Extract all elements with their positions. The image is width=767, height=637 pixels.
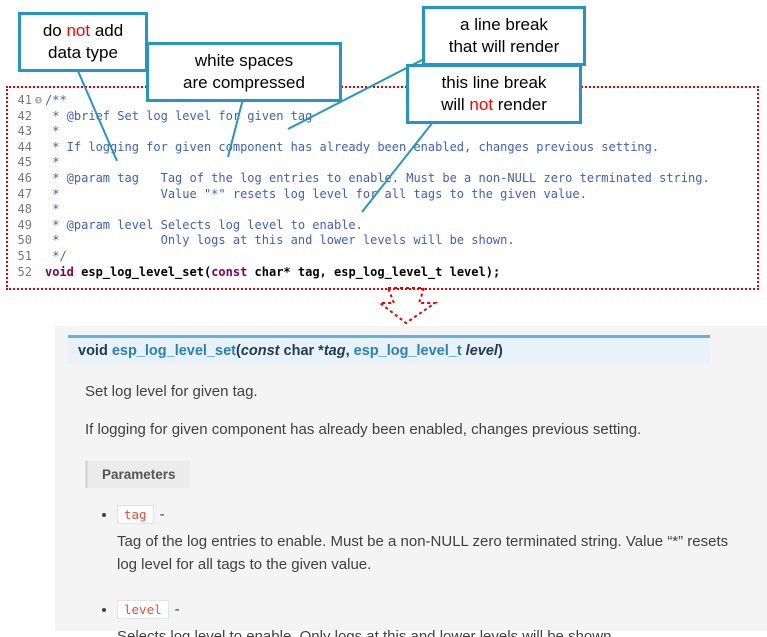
fold-icon bbox=[32, 265, 45, 281]
code-text: * bbox=[45, 155, 60, 170]
param-dash: - bbox=[159, 506, 165, 523]
code-line-declaration: 52 void esp_log_level_set(const char* tag… bbox=[8, 265, 757, 281]
declaration-rest: char* tag, esp_log_level_t level); bbox=[247, 264, 501, 279]
code-text: * Only logs at this and lower levels wil… bbox=[45, 233, 515, 248]
line-number: 47 bbox=[17, 186, 32, 201]
parameters-label: Parameters bbox=[85, 461, 190, 488]
annotation-line: do not add bbox=[42, 21, 124, 40]
line-number: 43 bbox=[17, 124, 32, 139]
sig-arg-level: level bbox=[461, 343, 498, 359]
param-item: tag- Tag of the log entries to enable. M… bbox=[117, 505, 767, 577]
sig-arg-tag: tag bbox=[323, 343, 346, 359]
line-number: 52 bbox=[17, 264, 32, 279]
param-dash: - bbox=[174, 600, 180, 618]
fold-icon bbox=[32, 124, 45, 140]
param-name-chip: tag bbox=[117, 505, 154, 524]
fold-icon bbox=[32, 187, 45, 203]
code-line: 47 * Value "*" resets log level for all … bbox=[8, 187, 757, 203]
fold-icon bbox=[32, 109, 45, 125]
code-line: 45 * bbox=[8, 155, 757, 171]
sig-comma: , bbox=[345, 343, 354, 359]
code-editor-panel: 41⊖/** 42 * @brief Set log level for giv… bbox=[6, 86, 759, 290]
line-number: 44 bbox=[17, 139, 32, 154]
annotation-line: that will render bbox=[448, 36, 560, 56]
code-text: * @brief Set log level for given tag bbox=[45, 108, 313, 123]
code-text: /** bbox=[45, 93, 67, 107]
line-number: 50 bbox=[17, 233, 32, 248]
code-line: 51 */ bbox=[8, 249, 757, 265]
docs-paragraph-brief: Set log level for given tag. bbox=[85, 383, 258, 400]
code-line: 50 * Only logs at this and lower levels … bbox=[8, 233, 757, 249]
line-number: 48 bbox=[17, 202, 32, 217]
code-text: * Value "*" resets log level for all tag… bbox=[45, 186, 587, 201]
fold-icon bbox=[32, 155, 45, 171]
annotation-box-whitespace: white spaces are compressed bbox=[146, 42, 342, 102]
annotation-box-rendered-break: a line break that will render bbox=[422, 6, 586, 66]
code-line: 48 * bbox=[8, 202, 757, 218]
code-text: * @param level Selects log level to enab… bbox=[45, 217, 363, 232]
rendered-docs-panel: void esp_log_level_set(const char *tag, … bbox=[55, 326, 767, 637]
fold-icon bbox=[32, 233, 45, 249]
annotation-line: white spaces bbox=[194, 51, 294, 70]
keyword-void: void bbox=[45, 264, 74, 279]
code-text: * bbox=[45, 124, 60, 139]
code-line: 46 * @param tag Tag of the log entries t… bbox=[8, 171, 757, 187]
line-number: 41 bbox=[17, 93, 32, 107]
param-desc: Tag of the log entries to enable. Must b… bbox=[117, 533, 729, 574]
line-number: 45 bbox=[17, 155, 32, 170]
line-number: 42 bbox=[17, 108, 32, 123]
code-line: 49 * @param level Selects log level to e… bbox=[8, 218, 757, 234]
param-desc: Selects log level to enable. Only logs a… bbox=[117, 627, 616, 637]
code-line: 43 * bbox=[8, 124, 757, 140]
code-line: 44 * If logging for given component has … bbox=[8, 140, 757, 156]
sig-type-name: esp_log_level_t bbox=[353, 343, 462, 359]
code-text: * If logging for given component has alr… bbox=[45, 139, 660, 154]
annotation-line: data type bbox=[48, 42, 118, 62]
docs-paragraph-detail: If logging for given component has alrea… bbox=[85, 421, 642, 438]
fold-icon bbox=[32, 171, 45, 187]
param-item: level- Selects log level to enable. Only… bbox=[117, 599, 767, 637]
annotation-line: will not render bbox=[441, 94, 547, 114]
code-line: 42 * @brief Set log level for given tag bbox=[8, 109, 757, 125]
sig-char-type: char * bbox=[279, 343, 324, 359]
code-text: * bbox=[45, 202, 60, 217]
function-name: esp_log_level_set( bbox=[73, 264, 212, 279]
sig-return-type: void bbox=[78, 343, 112, 359]
highlight-not: not bbox=[469, 94, 494, 114]
down-arrow-icon bbox=[377, 287, 439, 325]
fold-icon: ⊖ bbox=[34, 93, 43, 107]
annotation-line: are compressed bbox=[183, 72, 305, 92]
code-text: */ bbox=[45, 248, 67, 263]
fold-icon bbox=[32, 249, 45, 265]
annotation-line: a line break bbox=[460, 15, 548, 34]
param-list: tag- Tag of the log entries to enable. M… bbox=[117, 505, 767, 637]
sig-function-name: esp_log_level_set bbox=[111, 343, 236, 359]
fold-icon bbox=[32, 140, 45, 156]
param-name-chip: level bbox=[117, 599, 169, 619]
code-text: * @param tag Tag of the log entries to e… bbox=[45, 170, 710, 185]
code-line: 41⊖/** bbox=[8, 93, 757, 109]
fold-icon bbox=[32, 202, 45, 218]
highlight-not: not bbox=[66, 21, 91, 40]
line-number: 46 bbox=[17, 170, 32, 185]
function-signature: void esp_log_level_set(const char *tag, … bbox=[68, 335, 710, 364]
annotation-box-no-data-type: do not add data type bbox=[18, 12, 148, 72]
fold-icon bbox=[32, 218, 45, 234]
sig-const-keyword: const bbox=[240, 343, 280, 359]
sig-paren-close: ) bbox=[497, 343, 503, 359]
annotation-box-unrendered-break: this line break will not render bbox=[406, 64, 582, 124]
sig-paren-open: ( bbox=[235, 343, 241, 359]
annotation-line: this line break bbox=[441, 73, 547, 92]
line-number: 51 bbox=[17, 248, 32, 263]
line-number: 49 bbox=[17, 217, 32, 232]
keyword-const: const bbox=[211, 264, 248, 279]
